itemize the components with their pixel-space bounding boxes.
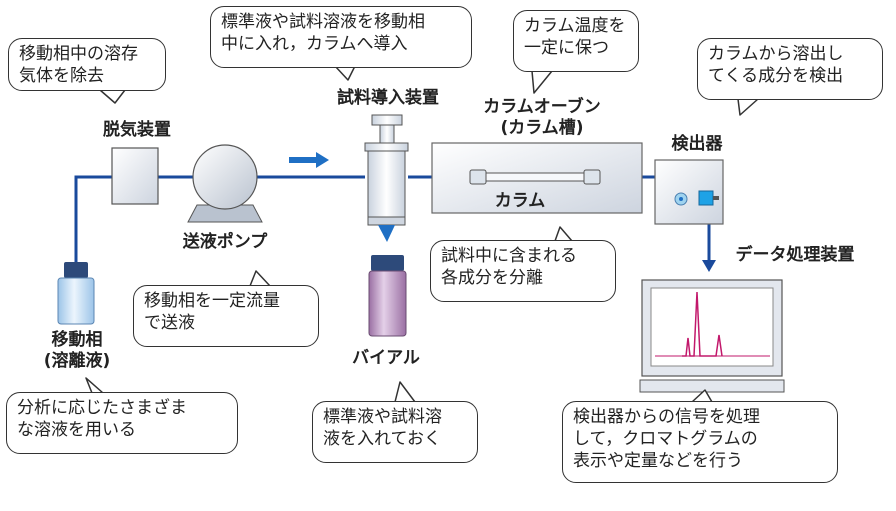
- callout-pump: 移動相を一定流量 で送液: [133, 285, 319, 347]
- label-detector: 検出器: [671, 134, 723, 154]
- callout-column: 試料中に含まれる 各成分を分離: [430, 240, 616, 302]
- label-pump: 送液ポンプ: [182, 232, 268, 252]
- callout-data-processing: 検出器からの信号を処理 して，クロマトグラムの 表示や定量などを行う: [562, 401, 838, 483]
- column-icon: [469, 169, 601, 185]
- pump-icon: [187, 144, 263, 223]
- vial-icon: [368, 255, 407, 337]
- label-injector: 試料導入装置: [337, 88, 439, 108]
- flow-arrow-icon: [289, 152, 329, 168]
- label-vial: バイアル: [352, 348, 420, 368]
- data-arrow-icon: [702, 260, 716, 272]
- label-column: カラム: [494, 191, 546, 211]
- label-degasser: 脱気装置: [103, 120, 171, 140]
- degasser-box: [111, 147, 159, 205]
- callout-injector: 標準液や試料溶液を移動相 中に入れ，カラムへ導入: [210, 6, 472, 68]
- callout-mobile-phase: 分析に応じたさまざま な溶液を用いる: [6, 392, 238, 454]
- label-data-processing: データ処理装置: [735, 245, 855, 265]
- callout-degasser: 移動相中の溶存 気体を除去: [8, 38, 166, 91]
- mobile-phase-bottle-icon: [57, 262, 95, 325]
- label-mobile-phase: 移動相 (溶離液): [43, 330, 111, 371]
- monitor-icon: [639, 279, 785, 393]
- callout-vial: 標準液や試料溶 液を入れておく: [312, 401, 478, 463]
- callout-tails: [85, 65, 759, 403]
- detector-icon: [654, 159, 724, 225]
- callout-detector: カラムから溶出し てくる成分を検出: [697, 38, 883, 100]
- injector-icon: [364, 114, 409, 242]
- callout-oven: カラム温度を 一定に保つ: [513, 10, 639, 72]
- label-column-oven: カラムオーブン (カラム槽): [483, 97, 601, 138]
